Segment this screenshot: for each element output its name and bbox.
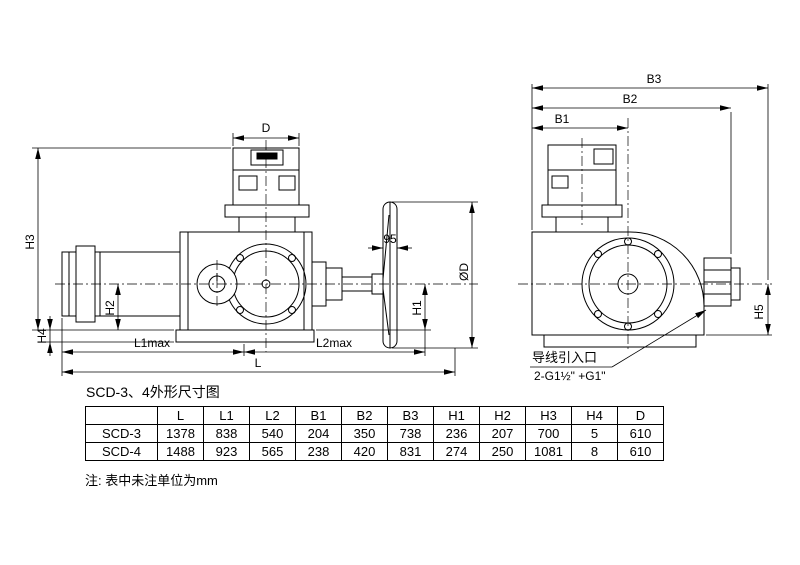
drawing-title: SCD-3、4外形尺寸图	[86, 384, 220, 400]
side-view	[531, 144, 741, 348]
dim-label-h5: H5	[752, 304, 766, 320]
table-row-scd4: SCD-4 1488 923 565 238 420 831 274 250 1…	[85, 442, 664, 461]
table-cell: 738	[387, 424, 434, 443]
wire-entry-spec: 2-G1½" +G1"	[534, 369, 606, 383]
dim-label-h3: H3	[23, 234, 37, 250]
dim-label-b3: B3	[647, 72, 662, 86]
table-header-cell: B1	[295, 406, 342, 425]
table-cell: 274	[433, 442, 480, 461]
table-cell: 700	[525, 424, 572, 443]
table-header-cell: H4	[571, 406, 618, 425]
table-cell: 250	[479, 442, 526, 461]
dim-label-b1: B1	[555, 112, 570, 126]
table-header-cell: B3	[387, 406, 434, 425]
table-header-cell: H1	[433, 406, 480, 425]
table-cell: 204	[295, 424, 342, 443]
table-cell: 565	[249, 442, 296, 461]
table-cell: 207	[479, 424, 526, 443]
table-cell: 1378	[157, 424, 204, 443]
dim-label-h4: H4	[35, 328, 49, 344]
wire-entry-box	[703, 257, 741, 307]
table-cell: 610	[617, 442, 664, 461]
table-cell: 838	[203, 424, 250, 443]
table-cell: 420	[341, 442, 388, 461]
front-view	[61, 147, 398, 349]
table-header-cell: B2	[341, 406, 388, 425]
table-cell: 350	[341, 424, 388, 443]
dim-label-l2max: L2max	[316, 336, 352, 350]
dim-label-b2: B2	[623, 92, 638, 106]
front-view-dimensions: D H3 H2 H4 L1max L2max L	[23, 121, 478, 376]
dim-label-95: 95	[383, 232, 397, 246]
dim-label-l: L	[255, 356, 262, 370]
table-header-cell	[85, 406, 158, 425]
gearbox-body-side	[531, 231, 705, 336]
base-plate-front	[175, 329, 315, 343]
actuator-head-front	[224, 147, 310, 233]
table-header-cell: L1	[203, 406, 250, 425]
table-header-cell: L	[157, 406, 204, 425]
table-cell: 238	[295, 442, 342, 461]
gearbox-body-front	[179, 231, 313, 331]
wire-entry-label: 导线引入口	[532, 350, 597, 365]
table-header-cell: D	[617, 406, 664, 425]
base-plate-side	[543, 334, 697, 348]
table-cell: 923	[203, 442, 250, 461]
table-header-cell: H2	[479, 406, 526, 425]
table-cell: 5	[571, 424, 618, 443]
dim-label-phi-d: ØD	[457, 263, 471, 281]
table-cell: 831	[387, 442, 434, 461]
dim-label-l1max: L1max	[134, 336, 170, 350]
table-row-label: SCD-3	[85, 424, 158, 443]
table-cell: 236	[433, 424, 480, 443]
dim-label-h2: H2	[103, 300, 117, 316]
table-cell: 540	[249, 424, 296, 443]
side-centerlines	[518, 118, 772, 352]
side-view-dimensions: B1 B2 B3 H5 导线引入口 2-G1½" +G1"	[530, 72, 772, 383]
table-header-cell: H3	[525, 406, 572, 425]
front-centerlines	[55, 140, 478, 352]
table-row-label: SCD-4	[85, 442, 158, 461]
table-cell: 8	[571, 442, 618, 461]
dim-label-h1: H1	[410, 300, 424, 316]
unit-note: 注: 表中未注单位为mm	[85, 473, 218, 488]
table-cell: 610	[617, 424, 664, 443]
table-cell: 1081	[525, 442, 572, 461]
table-row-scd3: SCD-3 1378 838 540 204 350 738 236 207 7…	[85, 424, 664, 443]
dim-label-d: D	[262, 121, 271, 135]
table-cell: 1488	[157, 442, 204, 461]
table-header-row: L L1 L2 B1 B2 B3 H1 H2 H3 H4 D	[85, 406, 664, 425]
dimension-table: L L1 L2 B1 B2 B3 H1 H2 H3 H4 D SCD-3 137…	[85, 406, 664, 461]
handwheel	[371, 201, 398, 349]
table-header-cell: L2	[249, 406, 296, 425]
